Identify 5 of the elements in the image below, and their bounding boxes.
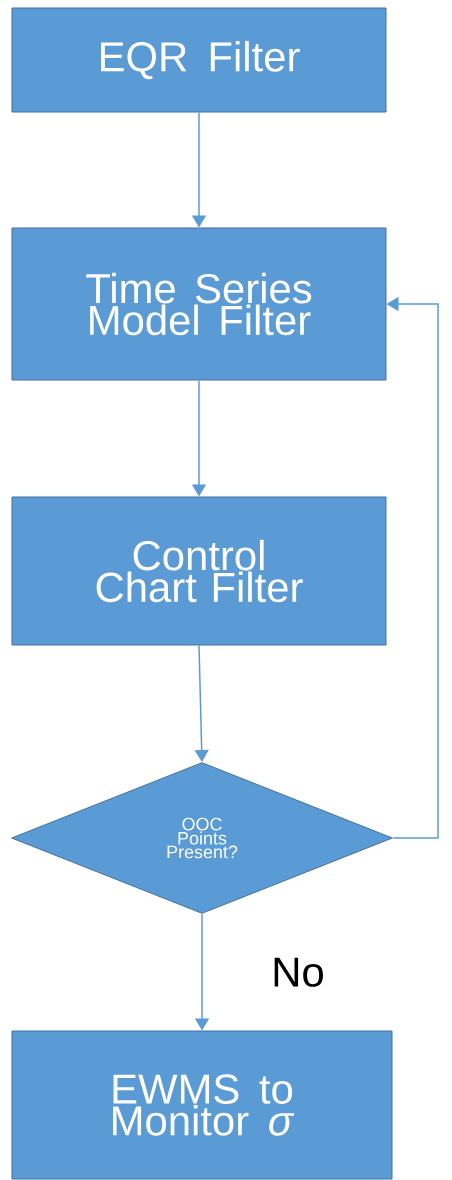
process-box: EWMS to Monitor σ: [11, 1030, 393, 1180]
process-box: EQR Filter: [11, 7, 387, 113]
process-box: Time Series Model Filter: [11, 227, 387, 381]
process-box: Control Chart Filter: [11, 496, 387, 646]
edge-label: No: [270, 956, 326, 988]
